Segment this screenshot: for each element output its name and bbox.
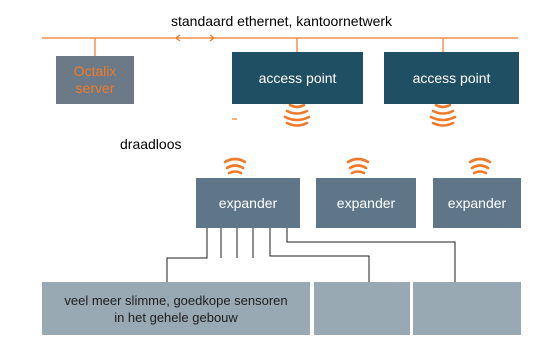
sensors-label-line1: veel meer slimme, goedkope sensoren: [64, 292, 288, 308]
sensor-block: [314, 282, 410, 335]
expander-2: expander: [316, 178, 416, 228]
server-label-line1: Octalix: [73, 63, 117, 79]
access-point-label: access point: [412, 70, 491, 86]
ethernet-label: standaard ethernet, kantoornetwerk: [171, 13, 393, 29]
double-arrow-icon: [175, 34, 215, 42]
sensor-block-main: veel meer slimme, goedkope sensoren in h…: [42, 282, 310, 335]
wifi-signal-icon: [429, 103, 457, 127]
access-point-1: access point: [232, 52, 363, 104]
wifi-signal-icon: [283, 103, 311, 127]
wifi-signal-icon: [223, 157, 247, 175]
sensor-block: [413, 282, 521, 335]
octalix-server: Octalix server: [56, 56, 134, 104]
wifi-signal-icon: [346, 157, 370, 175]
expander-label: expander: [218, 195, 278, 211]
expander-label: expander: [447, 195, 507, 211]
sensors-label-line2: in het gehele gebouw: [114, 309, 238, 325]
sensor-wiring: [166, 227, 456, 282]
access-point-label: access point: [258, 70, 337, 86]
wireless-label: draadloos: [120, 136, 182, 152]
expander-label: expander: [336, 195, 396, 211]
server-label-line2: server: [75, 80, 115, 96]
wifi-signal-icon: [468, 157, 492, 175]
access-point-2: access point: [384, 52, 519, 104]
expander-3: expander: [433, 178, 521, 228]
expander-1: expander: [196, 178, 300, 228]
